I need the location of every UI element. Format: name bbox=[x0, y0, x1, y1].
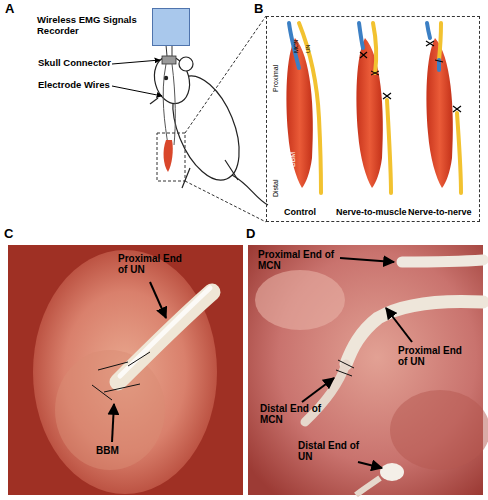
panel-letter: D bbox=[246, 227, 255, 242]
callout-label: Proximal End of MCN bbox=[258, 249, 340, 271]
surgical-photo bbox=[8, 245, 243, 495]
part-label: Skull Connector bbox=[38, 58, 111, 69]
axis-label: Distal bbox=[272, 179, 280, 197]
callout-label: Distal End of MCN bbox=[260, 403, 322, 425]
photo-panel: DProximal End of MCNProximal End of UNDi… bbox=[248, 245, 483, 495]
part-label: Electrode Wires bbox=[38, 80, 110, 91]
zoom-line bbox=[185, 16, 266, 222]
zoom-panel: BProximalDistalMCNUNBBMControlNerve-to-m… bbox=[266, 16, 480, 222]
recorder-box: Wireless EMG Signals Recorder bbox=[152, 8, 190, 46]
surgical-photo bbox=[248, 245, 488, 495]
recorder-wire bbox=[166, 45, 172, 56]
callout-label: Proximal End of UN bbox=[398, 345, 470, 367]
callout-label: Proximal End of UN bbox=[118, 253, 190, 275]
nerve-to-muscle-muscle bbox=[356, 23, 391, 193]
device-label: Wireless EMG Signals Recorder bbox=[37, 15, 145, 36]
nerve-label: UN bbox=[305, 44, 312, 53]
skull-connector bbox=[162, 56, 176, 64]
condition-label: Control bbox=[284, 207, 316, 217]
condition-label: Nerve-to-nerve bbox=[408, 207, 472, 217]
leader-arrow bbox=[112, 86, 162, 96]
leader-arrow bbox=[112, 60, 160, 64]
muscle-small bbox=[164, 140, 173, 172]
panel-letter: A bbox=[5, 2, 14, 17]
nerve-to-nerve-muscle bbox=[426, 23, 461, 193]
zoom-frame bbox=[157, 133, 185, 181]
callout-label: Distal End of UN bbox=[298, 440, 360, 462]
axis-label: Proximal bbox=[272, 65, 280, 92]
mouse-outline bbox=[149, 52, 268, 205]
panel-letter: B bbox=[254, 2, 263, 17]
panel-letter: C bbox=[4, 227, 13, 242]
photo-panel: CProximal End of UNBBM bbox=[8, 245, 243, 495]
callout-label: BBM bbox=[96, 445, 119, 456]
control-muscle bbox=[286, 23, 321, 193]
muscle-label: BBM bbox=[289, 152, 297, 167]
nerve-label: MCN bbox=[293, 39, 300, 53]
condition-label: Nerve-to-muscle bbox=[336, 207, 407, 217]
